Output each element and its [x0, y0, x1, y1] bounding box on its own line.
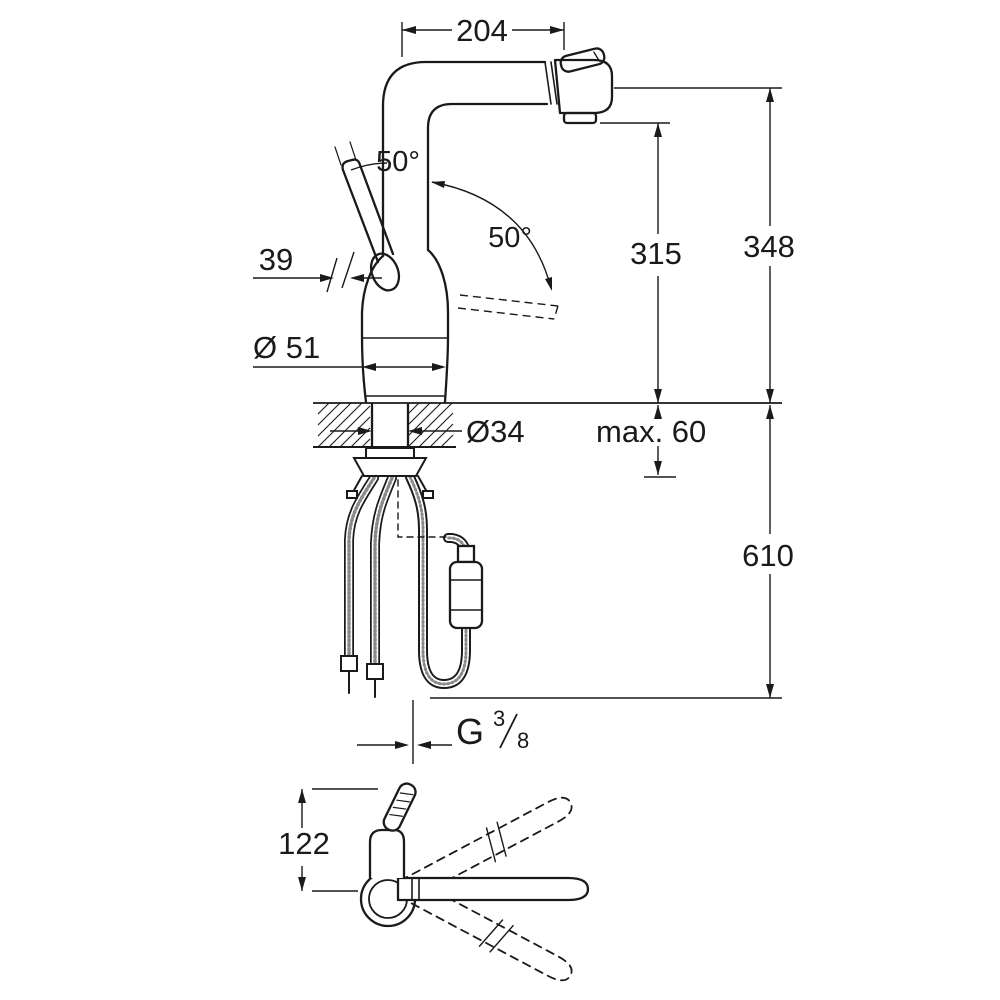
dim-51-arrow-left: [362, 363, 376, 371]
arc-arrowhead-start: [431, 181, 445, 188]
dim-315-label: 315: [630, 236, 682, 271]
lever-handle: [341, 158, 395, 264]
mounting-stud-right: [417, 475, 428, 493]
dim-204-arrow-left: [402, 26, 416, 34]
lever-mount: [369, 252, 401, 292]
spout-inner-line: [426, 102, 549, 252]
dim-204-label: 204: [456, 13, 508, 48]
spout-swivel-up: [399, 796, 573, 902]
dim-610-lines: [430, 405, 782, 699]
hose-fitting-1: [340, 655, 358, 672]
thread-numerator-label: 3: [493, 706, 505, 731]
dim-max60-arrow-bottom: [654, 461, 662, 475]
supply-hose-1-braid: [347, 476, 376, 658]
dim-max60-label: max. 60: [596, 414, 706, 449]
mounting-nut: [365, 447, 415, 459]
dim-610-label: 610: [742, 538, 794, 573]
dim-g38-arrow-right: [417, 741, 431, 749]
hose-fittings: [340, 655, 384, 698]
dim-34-label: Ø34: [466, 414, 525, 449]
thread-g-label: G: [456, 711, 484, 752]
dim-handle-angle-label: 50°: [376, 146, 420, 178]
dim-348-label: 348: [743, 229, 795, 264]
dim-348-lines: [614, 87, 782, 403]
pullout-hose-hidden-route: [397, 479, 447, 538]
arc-arrowhead-end: [545, 277, 552, 291]
mounting-stud-left: [352, 475, 363, 493]
dim-610-arrow-top: [766, 405, 774, 419]
shank: [370, 403, 410, 450]
spray-joint-line: [544, 61, 558, 105]
dim-39-arrow-left: [320, 274, 334, 282]
supply-hose-2-braid: [373, 476, 394, 666]
dim-39-lines: [253, 251, 382, 293]
side-view-faucet: [359, 782, 590, 982]
dim-51-arrow-right: [432, 363, 446, 371]
dim-39-arrow-right: [350, 274, 364, 282]
dim-204-arrow-right: [550, 26, 564, 34]
dim-122-label: 122: [278, 826, 330, 861]
hose-fitting-2: [366, 663, 384, 680]
mounting-hardware: [346, 447, 434, 499]
spout-swivel-down: [399, 876, 573, 982]
dim-51-label: Ø 51: [253, 330, 320, 365]
dim-315-arrow-bottom: [654, 389, 662, 403]
dim-g38-lines: [357, 700, 452, 764]
hose-weight-body: [448, 560, 484, 630]
lever-side-hatch: [389, 792, 414, 817]
spout-swivel-down-ticks: [478, 919, 514, 953]
spray-head: [553, 58, 614, 115]
handle-angle-arc: [350, 162, 388, 171]
counter-hatch-left: [317, 402, 371, 448]
thread-denominator-label: 8: [517, 728, 529, 753]
spout-outer-line: [381, 60, 547, 258]
body-right-line: [426, 248, 450, 404]
spout-joint-rings: [411, 877, 420, 901]
dim-34-arrow-right: [408, 427, 422, 435]
hose-weight: [448, 544, 484, 630]
counter-hatch-right: [407, 402, 454, 448]
dim-315-lines: [600, 122, 670, 403]
dim-348-arrow-bottom: [766, 389, 774, 403]
dim-spray-angle-label: 50°: [488, 222, 532, 254]
dim-204-lines: [401, 22, 565, 57]
tilted-lever-dashed: [457, 294, 559, 320]
dim-348-arrow-top: [766, 88, 774, 102]
dim-max60-arrow-top: [654, 405, 662, 419]
body-side: [368, 828, 406, 880]
counter-section: [313, 402, 782, 450]
lever-side: [382, 782, 417, 832]
mounting-foot-right: [422, 490, 434, 499]
spray-angle-arc: [431, 181, 552, 289]
under-counter: [340, 447, 484, 698]
spout-swivel-up-ticks: [485, 821, 507, 863]
spray-nozzle: [562, 111, 598, 125]
body-left-line: [360, 254, 385, 404]
body-seam-line: [362, 337, 449, 397]
dimension-labels: 204 50° 50° 39 315 348 Ø 51 Ø34 max. 60 …: [253, 13, 795, 861]
main-view-faucet: [334, 47, 614, 404]
spout-side-solid: [396, 876, 590, 902]
dim-122-arrow-bottom: [298, 877, 306, 891]
mounting-bracket: [352, 457, 428, 477]
hose-weight-collar: [456, 544, 476, 564]
dim-34-arrow-left: [358, 427, 372, 435]
mounting-foot-left: [346, 490, 358, 499]
dim-610-arrow-bottom: [766, 684, 774, 698]
dim-39-label: 39: [259, 242, 293, 277]
g38-fraction-slash: [499, 713, 518, 749]
dim-g38-arrow-left: [395, 741, 409, 749]
angle-annotations: [350, 162, 559, 320]
dimension-lines: [253, 22, 782, 892]
dim-122-arrow-top: [298, 789, 306, 803]
dim-315-arrow-top: [654, 123, 662, 137]
spray-toggle: [559, 47, 606, 73]
lever-tip-extensions: [334, 141, 357, 166]
